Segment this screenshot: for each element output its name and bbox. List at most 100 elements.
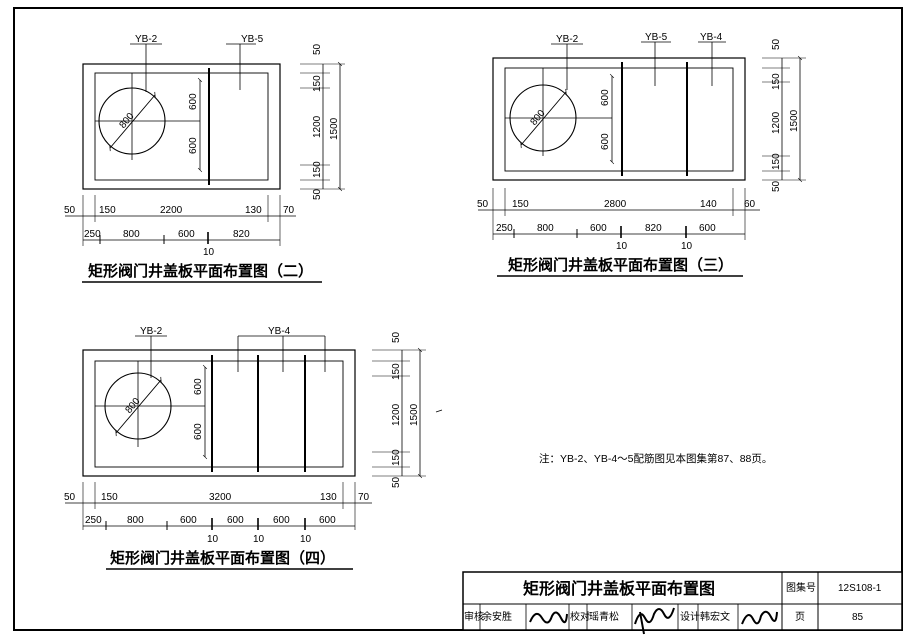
diameter-line xyxy=(115,376,162,437)
row2-dim-600d: 600 xyxy=(319,515,336,526)
atlas-number: 12S108-1 xyxy=(838,583,882,594)
gap-label: 10 xyxy=(203,247,215,258)
row2-dim-600b: 600 xyxy=(227,515,244,526)
bottom-dim-50: 50 xyxy=(477,199,489,210)
review-label: 审核 xyxy=(464,610,484,623)
diameter-label: 800 xyxy=(123,396,142,416)
atlas-label: 图集号 xyxy=(786,581,816,594)
bottom-dim-140: 140 xyxy=(700,199,717,210)
outer-outline xyxy=(492,57,746,181)
note: 注：YB-2、YB-4～5配筋图见本图集第87、88页。 xyxy=(539,452,772,465)
outer-outline xyxy=(82,349,356,477)
right-dim-1200: 1200 xyxy=(312,115,323,138)
row2-dim-800: 800 xyxy=(123,229,140,240)
row2-dim-820: 820 xyxy=(645,223,662,234)
right-dim-50-bottom: 50 xyxy=(391,476,402,488)
row2-dim-250: 250 xyxy=(496,223,513,234)
inner-dim-upper: 600 xyxy=(188,93,199,110)
right-dim-1200: 1200 xyxy=(771,111,782,134)
gap-label-2: 10 xyxy=(253,534,265,545)
gap-label-1: 10 xyxy=(616,241,628,252)
bottom-dim-2200: 2200 xyxy=(160,205,183,216)
yb4-label: YB-4 xyxy=(268,326,291,337)
right-dim-150-bottom: 150 xyxy=(771,153,782,170)
bottom-dim-70: 70 xyxy=(283,205,295,216)
drawing-title: 矩形阀门井盖板平面布置图 xyxy=(523,579,715,598)
plan-4: 800 YB-2 YB-4 600 600 50 150 1200 150 50… xyxy=(64,326,426,570)
row2-dim-600: 600 xyxy=(178,229,195,240)
outer-outline xyxy=(82,63,281,190)
yb5-label: YB-5 xyxy=(241,34,264,45)
row2-dim-600c: 600 xyxy=(273,515,290,526)
yb4-label: YB-4 xyxy=(700,32,723,43)
check-name: 瑶青松 xyxy=(589,610,619,623)
plan-2: 800 YB-2 YB-5 600 600 50 150 1200 150 50… xyxy=(64,34,345,283)
right-dim-150-top: 150 xyxy=(771,73,782,90)
opening-outline xyxy=(94,72,269,181)
review-name: 余安胜 xyxy=(482,610,512,623)
inner-dim-lower: 600 xyxy=(188,137,199,154)
gap-label-3: 10 xyxy=(300,534,312,545)
right-dim-150-top: 150 xyxy=(391,363,402,380)
right-dim-150-bottom: 150 xyxy=(391,449,402,466)
right-dim-total: 1500 xyxy=(789,109,800,132)
gap-label-1: 10 xyxy=(207,534,219,545)
yb2-label: YB-2 xyxy=(556,34,579,45)
gap-label-2: 10 xyxy=(681,241,693,252)
inner-dim-lower: 600 xyxy=(600,133,611,150)
design-name: 韩宏文 xyxy=(700,610,730,623)
bottom-dim-3200: 3200 xyxy=(209,492,232,503)
diameter-line xyxy=(109,91,156,152)
inner-dim-lower: 600 xyxy=(193,423,204,440)
caption: 矩形阀门井盖板平面布置图（二） xyxy=(88,262,313,280)
page-number: 85 xyxy=(852,612,864,623)
right-dim-total: 1500 xyxy=(409,403,420,426)
row2-dim-800: 800 xyxy=(127,515,144,526)
inner-dim-upper: 600 xyxy=(193,378,204,395)
check-label: 校对 xyxy=(570,610,590,623)
right-dim-150-bottom: 150 xyxy=(312,161,323,178)
design-signature xyxy=(741,610,778,625)
bottom-dim-150: 150 xyxy=(99,205,116,216)
row2-dim-820: 820 xyxy=(233,229,250,240)
check-signature xyxy=(634,607,675,635)
plan-3: 800 YB-2 YB-5 YB-4 600 600 50 150 1200 1… xyxy=(477,32,806,277)
opening-outline xyxy=(94,360,344,468)
bottom-dim-50: 50 xyxy=(64,492,76,503)
opening-outline xyxy=(504,67,734,172)
design-label: 设计 xyxy=(680,610,700,623)
bottom-dim-70: 70 xyxy=(358,492,370,503)
bottom-dim-130: 130 xyxy=(320,492,337,503)
diameter-label: 800 xyxy=(117,111,136,131)
bottom-dim-150: 150 xyxy=(101,492,118,503)
right-dim-50-top: 50 xyxy=(312,43,323,55)
caption: 矩形阀门井盖板平面布置图（四） xyxy=(110,549,335,567)
right-dim-total: 1500 xyxy=(329,117,340,140)
bottom-dim-50: 50 xyxy=(64,205,76,216)
bottom-dim-2800: 2800 xyxy=(604,199,627,210)
sheet-border xyxy=(13,7,903,631)
stray-mark xyxy=(435,409,443,413)
yb5-label: YB-5 xyxy=(645,32,668,43)
diameter-line xyxy=(520,88,567,149)
page-label: 页 xyxy=(795,611,805,623)
bottom-dim-150: 150 xyxy=(512,199,529,210)
row2-dim-250: 250 xyxy=(84,229,101,240)
row2-dim-250: 250 xyxy=(85,515,102,526)
right-dim-50-bottom: 50 xyxy=(312,188,323,200)
right-dim-50-top: 50 xyxy=(391,331,402,343)
yb2-label: YB-2 xyxy=(135,34,158,45)
caption: 矩形阀门井盖板平面布置图（三） xyxy=(508,256,733,274)
title-block: 矩形阀门井盖板平面布置图 图集号 12S108-1 页 85 审核 余安胜 校对… xyxy=(462,571,903,635)
right-dim-150-top: 150 xyxy=(312,75,323,92)
bottom-dim-60: 60 xyxy=(744,199,756,210)
diameter-label: 800 xyxy=(528,108,547,128)
inner-dim-upper: 600 xyxy=(600,89,611,106)
bottom-dim-130: 130 xyxy=(245,205,262,216)
right-dim-1200: 1200 xyxy=(391,403,402,426)
right-dim-50-top: 50 xyxy=(771,38,782,50)
right-dim-50-bottom: 50 xyxy=(771,180,782,192)
row2-dim-800: 800 xyxy=(537,223,554,234)
row2-dim-600: 600 xyxy=(590,223,607,234)
